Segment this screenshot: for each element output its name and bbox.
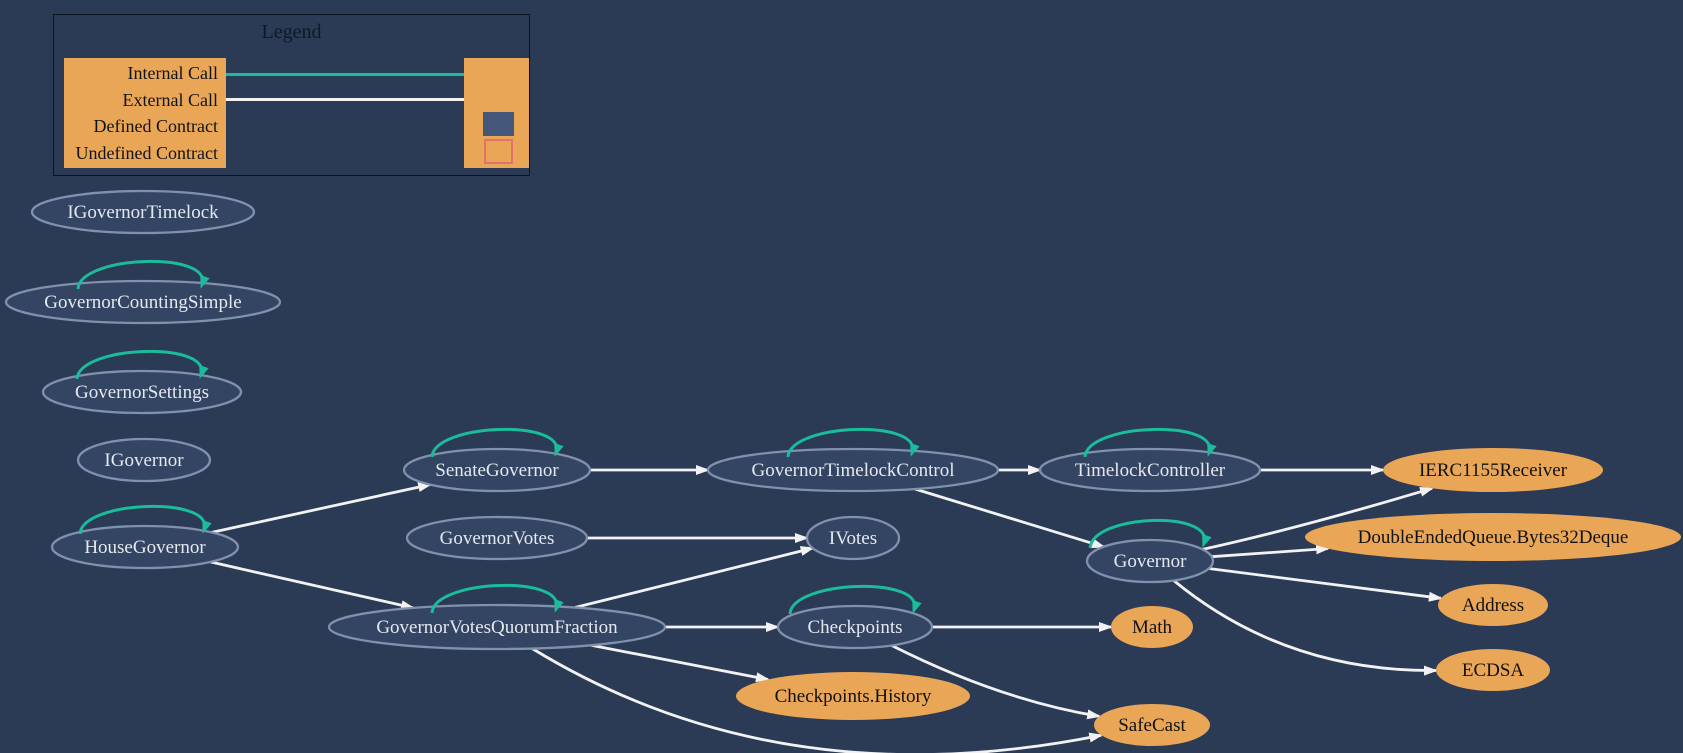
edge-Governor-Address	[1208, 567, 1443, 602]
node-label-Address: Address	[1462, 595, 1524, 616]
node-label-IERC1155Receiver: IERC1155Receiver	[1419, 460, 1568, 481]
legend-item-undefined-contract: Undefined Contract	[75, 142, 218, 163]
edge-GovernorVotesQuorumFraction-SafeCast	[531, 647, 1104, 753]
legend-key-box: Internal Call External Call Defined Cont…	[64, 58, 226, 168]
node-label-Checkpoints: Checkpoints	[808, 617, 903, 638]
node-IGovernorTimelock	[30, 189, 256, 235]
node-GovernorVotes	[405, 515, 589, 561]
legend-item-defined-contract: Defined Contract	[93, 116, 218, 137]
external-call-line	[226, 98, 464, 101]
legend-swatch-box	[464, 58, 529, 168]
node-label-Governor: Governor	[1114, 551, 1187, 572]
legend-item-external-call: External Call	[122, 89, 218, 110]
node-label-GovernorTimelockControl: GovernorTimelockControl	[751, 460, 954, 481]
edge-Governor-ECDSA	[1172, 579, 1438, 676]
edge-Governor-IERC1155Receiver	[1202, 486, 1435, 551]
node-DoubleEndedQueue.Bytes32Deque	[1305, 513, 1681, 561]
node-Governor	[1085, 538, 1215, 584]
node-label-SafeCast: SafeCast	[1118, 715, 1186, 736]
legend-title: Legend	[261, 21, 322, 43]
undefined-contract-swatch	[484, 139, 513, 164]
self-loop-GovernorTimelockControl	[786, 427, 920, 458]
node-label-GovernorSettings: GovernorSettings	[75, 382, 209, 403]
edge-HouseGovernor-SenateGovernor	[211, 482, 433, 534]
internal-call-line	[226, 73, 464, 76]
edge-Governor-DoubleEndedQueue.Bytes32Deque	[1211, 544, 1331, 559]
node-GovernorVotesQuorumFraction	[327, 603, 667, 651]
node-IVotes	[805, 515, 901, 561]
self-loop-Governor	[1088, 519, 1212, 549]
node-HouseGovernor	[50, 524, 240, 570]
node-label-DoubleEndedQueue.Bytes32Deque: DoubleEndedQueue.Bytes32Deque	[1358, 527, 1629, 548]
node-label-TimelockController: TimelockController	[1075, 460, 1226, 481]
node-Math	[1111, 606, 1193, 648]
node-label-GovernorVotesQuorumFraction: GovernorVotesQuorumFraction	[376, 617, 618, 638]
node-GovernorTimelockControl	[706, 447, 1000, 493]
edge-HouseGovernor-GovernorVotesQuorumFraction	[210, 560, 416, 611]
self-loop-SenateGovernor	[430, 427, 564, 458]
node-IERC1155Receiver	[1383, 448, 1603, 492]
node-Address	[1438, 584, 1548, 626]
self-loop-GovernorCountingSimple	[76, 259, 210, 290]
self-loop-HouseGovernor	[78, 504, 212, 535]
node-label-Math: Math	[1132, 617, 1173, 638]
node-TimelockController	[1038, 447, 1262, 493]
node-GovernorCountingSimple	[4, 279, 282, 325]
node-Checkpoints	[776, 604, 934, 650]
legend: Legend Internal Call External Call Defin…	[53, 14, 530, 176]
node-label-ECDSA: ECDSA	[1462, 660, 1525, 681]
edge-GovernorVotesQuorumFraction-Checkpoints.History	[590, 643, 770, 683]
node-Checkpoints.History	[736, 672, 970, 720]
edge-Checkpoints-SafeCast	[891, 644, 1102, 720]
node-GovernorSettings	[41, 369, 243, 415]
legend-item-internal-call: Internal Call	[127, 63, 218, 84]
self-loop-GovernorSettings	[75, 349, 209, 380]
self-loop-GovernorVotesQuorumFraction	[430, 583, 564, 614]
node-label-HouseGovernor: HouseGovernor	[84, 537, 206, 558]
node-SafeCast	[1094, 704, 1210, 746]
node-label-IGovernor: IGovernor	[104, 450, 184, 471]
self-loop-TimelockController	[1083, 427, 1217, 458]
node-label-GovernorCountingSimple: GovernorCountingSimple	[44, 292, 241, 313]
node-SenateGovernor	[402, 447, 592, 493]
node-ECDSA	[1436, 649, 1550, 691]
node-IGovernor	[76, 437, 212, 483]
node-label-SenateGovernor: SenateGovernor	[435, 460, 559, 481]
node-label-IGovernorTimelock: IGovernorTimelock	[67, 202, 219, 223]
self-loop-Checkpoints	[788, 584, 922, 615]
edge-GovernorTimelockControl-Governor	[914, 487, 1106, 549]
node-label-IVotes: IVotes	[829, 528, 877, 549]
node-label-GovernorVotes: GovernorVotes	[440, 528, 555, 549]
defined-contract-swatch	[483, 112, 514, 136]
node-label-Checkpoints.History: Checkpoints.History	[775, 686, 932, 707]
edge-GovernorVotesQuorumFraction-IVotes	[574, 546, 815, 609]
